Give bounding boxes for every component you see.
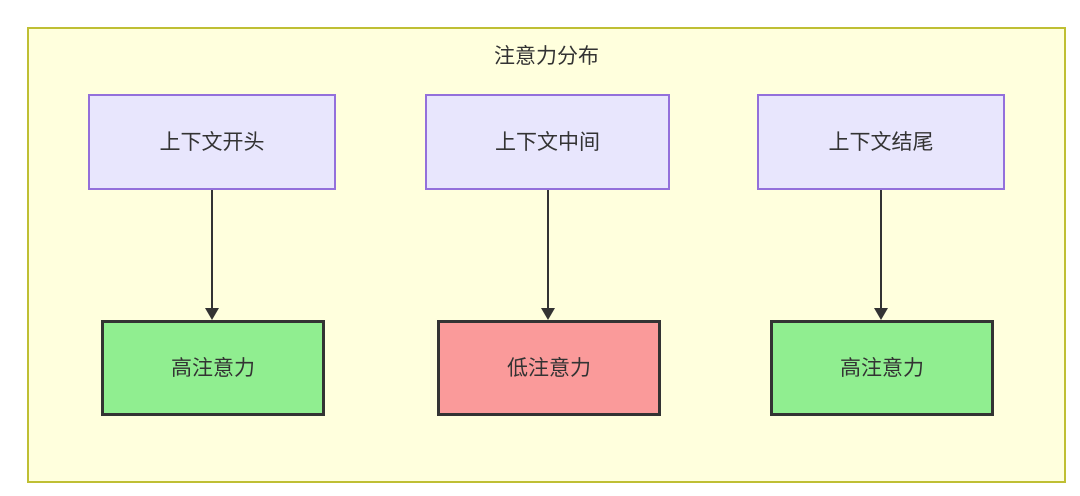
- node-high-attention-start[interactable]: 高注意力: [101, 320, 325, 416]
- node-low-attention-middle[interactable]: 低注意力: [437, 320, 661, 416]
- node-context-middle[interactable]: 上下文中间: [425, 94, 670, 190]
- node-context-middle-label: 上下文中间: [495, 130, 600, 154]
- node-high-attention-end-label: 高注意力: [840, 356, 924, 380]
- subgraph-title: 注意力分布: [494, 44, 599, 68]
- node-context-start[interactable]: 上下文开头: [88, 94, 336, 190]
- node-context-end-label: 上下文结尾: [828, 130, 934, 154]
- node-context-end[interactable]: 上下文结尾: [757, 94, 1005, 190]
- node-context-start-label: 上下文开头: [159, 130, 265, 154]
- node-low-attention-middle-label: 低注意力: [507, 356, 591, 380]
- node-high-attention-start-label: 高注意力: [171, 356, 255, 380]
- node-high-attention-end[interactable]: 高注意力: [770, 320, 994, 416]
